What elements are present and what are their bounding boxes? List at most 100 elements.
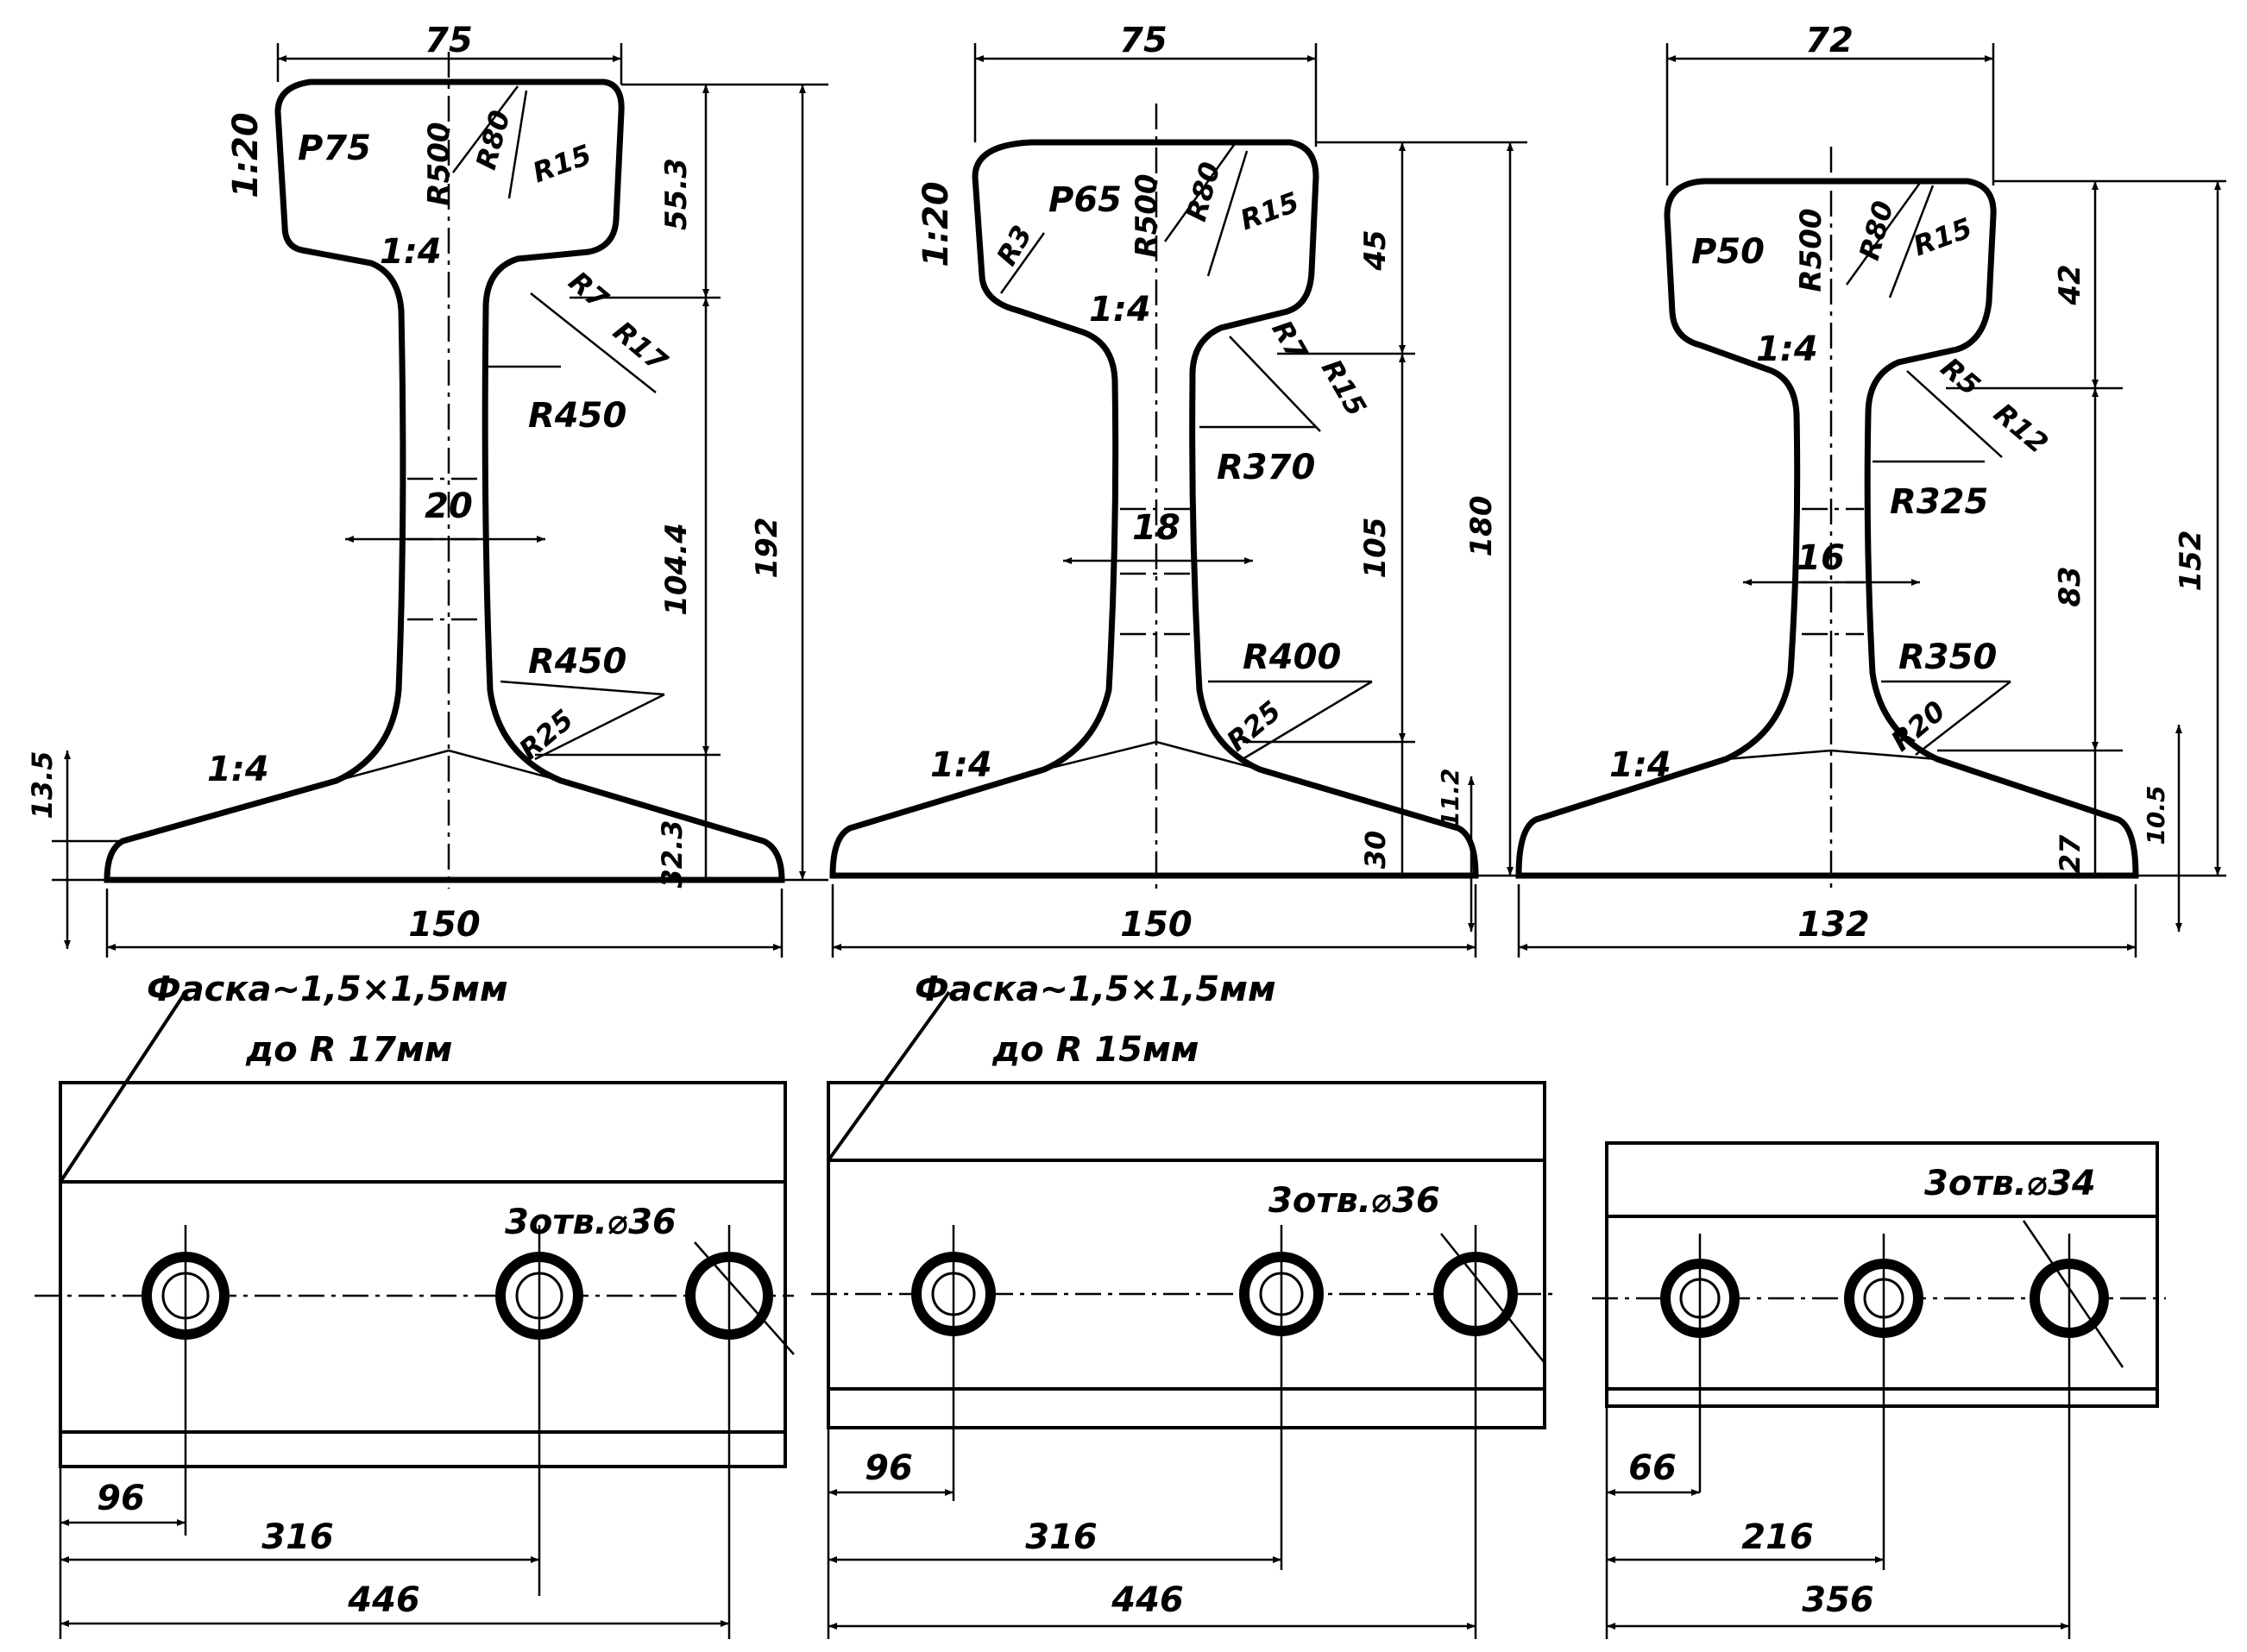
rail-outline <box>829 139 1479 879</box>
plate-bottom-band <box>59 1430 787 1468</box>
base-slope-label: 1:4 <box>930 745 992 785</box>
head-height-label: 55.3 <box>659 158 694 230</box>
base-small-right-label: 11.2 <box>1436 768 1464 827</box>
r12-label: R12 <box>1987 397 2054 461</box>
base-slope-line <box>1155 740 1261 771</box>
r15b-leader <box>1229 336 1321 432</box>
dim3-label: 356 <box>1802 1580 1874 1620</box>
head-height-label: 42 <box>2053 264 2087 305</box>
dim2-label: 316 <box>261 1517 334 1557</box>
r400-label: R400 <box>1243 638 1341 677</box>
r25-leader <box>534 693 665 761</box>
hole-callout-leader <box>1440 1233 1545 1364</box>
r7-label: R7 <box>1265 315 1314 367</box>
holes-label: 3отв.⌀36 <box>1268 1181 1440 1221</box>
total-height-label: 152 <box>2174 531 2208 592</box>
r500-label: R500 <box>1130 173 1164 257</box>
chamfer-leader <box>827 990 951 1162</box>
dim3-label: 446 <box>347 1580 420 1620</box>
r80-leader <box>452 85 519 173</box>
base-width-label: 150 <box>1120 905 1193 945</box>
holes-label: 3отв.⌀34 <box>1924 1164 2096 1203</box>
base-slope-line <box>336 749 450 782</box>
base-width-label: 150 <box>408 905 481 945</box>
base-edge-right-label: 27 <box>2054 834 2086 873</box>
head-height-label: 45 <box>1358 229 1393 271</box>
fishplate-2: Фаска∼1,5×1,5мм до R 15мм 3отв.⌀36 96 31… <box>811 970 1553 1639</box>
fishplate-1: Фаска∼1,5×1,5мм до R 17мм 3отв.⌀36 96 31… <box>35 970 795 1639</box>
fishplate-3: 3отв.⌀34 66 216 356 <box>1592 1141 2166 1639</box>
web-height-label: 105 <box>1358 518 1393 579</box>
dim2-label: 316 <box>1025 1517 1098 1557</box>
r7-label: R7 <box>563 265 615 317</box>
r5-label: R5 <box>1935 351 1986 402</box>
holes-label: 3отв.⌀36 <box>505 1203 677 1242</box>
r80-label: R80 <box>1853 198 1900 264</box>
r350-label: R350 <box>1898 638 1997 677</box>
dim1-label: 66 <box>1628 1448 1677 1488</box>
head-slope-label: 1:20 <box>226 112 266 198</box>
base-width-label: 132 <box>1797 905 1870 945</box>
plate-bottom-band <box>1605 1387 2159 1408</box>
base-slope-label: 1:4 <box>1609 745 1671 785</box>
r325-label: R325 <box>1890 482 1988 522</box>
plate-bottom-band <box>827 1387 1546 1429</box>
chamfer-radius-label: до R 17мм <box>245 1030 453 1070</box>
plate-upper-band <box>59 1081 787 1184</box>
hole-callout-leader <box>694 1241 795 1355</box>
r80-label: R80 <box>469 107 517 173</box>
r80-leader <box>1163 144 1236 242</box>
r450b-leader <box>500 680 665 696</box>
hole-callout-leader <box>2022 1220 2124 1368</box>
r15-leader <box>1888 185 1935 298</box>
chamfer-leader <box>59 990 187 1184</box>
r12-leader <box>1906 370 2003 458</box>
r80-label: R80 <box>1180 159 1227 225</box>
rail-name-label: P75 <box>298 129 371 168</box>
r20-leader <box>1915 681 2011 756</box>
r80-leader <box>1845 182 1922 286</box>
chamfer-radius-label: до R 15мм <box>991 1030 1199 1070</box>
web-height-label: 104.4 <box>659 523 694 616</box>
dim1-label: 96 <box>865 1448 913 1488</box>
base-slope-line <box>1725 749 1832 761</box>
head-slope-label: 1:20 <box>916 181 956 267</box>
rail-profile-p65: 75 150 P65 1:20 R3 R500 R80 R15 1:4 R7 R… <box>829 21 1527 958</box>
web-thickness-label: 16 <box>1797 538 1845 578</box>
head-width-label: 72 <box>1805 21 1854 60</box>
web-thickness-label: 20 <box>425 487 473 526</box>
r17-label: R17 <box>607 315 674 379</box>
dim3-label: 446 <box>1111 1580 1184 1620</box>
head-width-label: 75 <box>425 21 473 60</box>
r3-leader <box>999 232 1046 294</box>
r500-label: R500 <box>1794 208 1828 292</box>
r15-label: R15 <box>1236 185 1303 236</box>
dim1-label: 96 <box>97 1479 145 1518</box>
base-small-right-label: 10.5 <box>2142 785 2170 845</box>
rail-name-label: P50 <box>1691 232 1765 272</box>
web-height-label: 83 <box>2053 566 2087 606</box>
under-head-slope-label: 1:4 <box>1756 330 1818 369</box>
base-edge-right-label: 30 <box>1359 831 1392 870</box>
base-slope-line <box>1830 749 1938 761</box>
rail-profile-p50: 72 132 P50 R500 R80 R15 1:4 R5 R12 R325 … <box>1515 21 2226 958</box>
r15-leader <box>507 90 528 199</box>
plate-upper-band <box>827 1081 1546 1162</box>
dim2-label: 216 <box>1741 1517 1814 1557</box>
r15-label: R15 <box>528 138 595 189</box>
r450b-label: R450 <box>528 642 626 682</box>
chamfer-label: Фаска∼1,5×1,5мм <box>147 970 508 1009</box>
r15-leader <box>1206 150 1249 277</box>
head-width-label: 75 <box>1119 21 1168 60</box>
r15b-label: R15 <box>1315 354 1373 422</box>
under-head-slope-label: 1:4 <box>380 232 442 272</box>
base-edge-right-label: 32.3 <box>656 820 689 889</box>
r17-leader <box>530 292 657 393</box>
head-fillet-label: R3 <box>990 220 1038 272</box>
r25-leader <box>1242 680 1373 761</box>
chamfer-label: Фаска∼1,5×1,5мм <box>915 970 1276 1009</box>
web-thickness-label: 18 <box>1132 508 1180 548</box>
rail-name-label: P65 <box>1048 180 1122 220</box>
rail-profile-p75: 75 150 P75 1:20 R500 R80 R15 1:4 R7 R17 … <box>26 21 828 958</box>
